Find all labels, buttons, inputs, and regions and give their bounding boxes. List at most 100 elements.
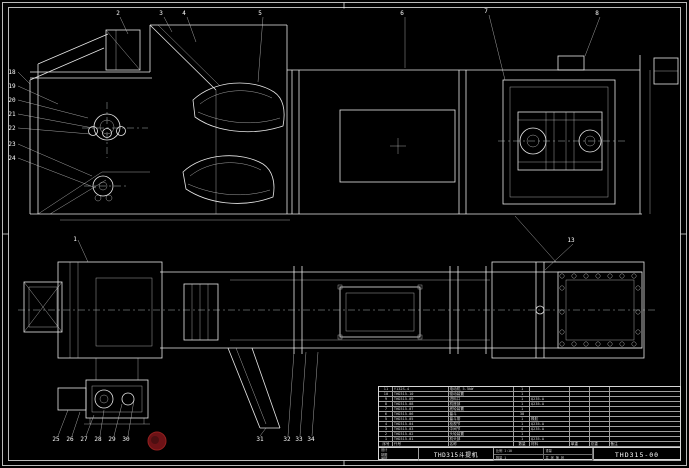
bom-cell: THD315-05 xyxy=(392,417,449,422)
callout-number: 13 xyxy=(567,237,575,244)
leader-lines xyxy=(17,14,601,437)
red-seal-stamp xyxy=(147,431,167,451)
bom-cell: Q235-A xyxy=(530,397,570,402)
bom-cell: 机座部 xyxy=(448,402,515,407)
bom-cell: 9 xyxy=(379,397,393,402)
bom-cell xyxy=(609,397,680,402)
bom-cell xyxy=(589,412,610,417)
bom-cell: 材料 xyxy=(530,442,570,447)
bom-cell xyxy=(609,422,680,427)
bom-cell: 4 xyxy=(379,422,393,427)
bom-cell: Y132S-4 xyxy=(392,387,449,392)
bom-cell: 电动机 5.5kW xyxy=(448,387,515,392)
bom-cell xyxy=(530,407,570,412)
bom-cell xyxy=(609,407,680,412)
callout-number: 4 xyxy=(182,10,186,17)
callout-number: 18 xyxy=(8,69,16,76)
drawing-number: THD315-00 xyxy=(614,450,660,459)
scale-qty-cells: 比例 1:10 重量 数量 1 共 张 第 张 xyxy=(494,448,594,461)
bom-cell: 橡胶 xyxy=(530,417,570,422)
bom-cell: 6 xyxy=(379,412,393,417)
product-name: THD315斗提机 xyxy=(419,448,494,461)
bom-cell xyxy=(530,412,570,417)
bom-cell xyxy=(609,432,680,437)
bom-cell xyxy=(589,397,610,402)
bom-cell: THD315-02 xyxy=(392,432,449,437)
bom-cell xyxy=(530,387,570,392)
callout-number: 22 xyxy=(8,125,16,132)
callout-number: 7 xyxy=(484,8,488,15)
callout-number: 21 xyxy=(8,111,16,118)
bom-cell xyxy=(569,392,590,397)
bom-row: 序号代号名称数量材料单重总重备注 xyxy=(379,442,680,447)
bom-cell: THD315-03 xyxy=(392,427,449,432)
bom-cell: THD315-09 xyxy=(392,397,449,402)
bom-cell: THD315-01 xyxy=(392,437,449,442)
callout-number: 2 xyxy=(116,10,120,17)
bom-cell: 38 xyxy=(514,412,531,417)
callout-number: 29 xyxy=(108,436,116,443)
bolt-circles xyxy=(559,273,641,347)
bom-cell: 备注 xyxy=(609,442,680,447)
plan-view xyxy=(18,215,656,429)
bom-cell xyxy=(589,392,610,397)
bom-cell xyxy=(589,427,610,432)
callout-number: 24 xyxy=(8,155,16,162)
bom-cell: THD315-07 xyxy=(392,407,449,412)
bom-cell xyxy=(609,402,680,407)
bom-cell: Q235-A xyxy=(530,427,570,432)
bom-cell: 1 xyxy=(514,397,531,402)
bom-cell xyxy=(569,387,590,392)
bom-cell: 检视节 xyxy=(448,422,515,427)
bom-cell: 7 xyxy=(379,407,393,412)
draft-label: 制图 xyxy=(381,452,388,457)
bom-cell xyxy=(589,407,610,412)
title-block: 设计 制图 审核 THD315斗提机 比例 1:10 重量 数量 1 共 张 第… xyxy=(379,447,680,461)
bom-cell xyxy=(569,422,590,427)
bom-cell: 1 xyxy=(514,417,531,422)
bom-cell: 单重 xyxy=(569,442,590,447)
bom-cell: Q235-A xyxy=(530,402,570,407)
bom-cell: 1 xyxy=(514,392,531,397)
qty-label: 数量 1 xyxy=(494,454,544,461)
bom-cell: 进料口 xyxy=(448,397,515,402)
callout-number: 5 xyxy=(258,10,262,17)
bom-cell: 代号 xyxy=(392,442,449,447)
callout-number: 32 xyxy=(283,436,291,443)
bom-cell xyxy=(569,427,590,432)
callout-number: 23 xyxy=(8,141,16,148)
bom-cell xyxy=(609,417,680,422)
bom-cell: 4 xyxy=(514,427,531,432)
bom-cell xyxy=(569,412,590,417)
callout-number: 8 xyxy=(595,10,599,17)
bom-cell xyxy=(609,437,680,442)
bom-cell: 头轮装置 xyxy=(448,432,515,437)
bom-cell: 序号 xyxy=(379,442,393,447)
signature-cells: 设计 制图 审核 xyxy=(379,448,419,461)
bom-cell xyxy=(589,417,610,422)
bom-cell: 1 xyxy=(514,437,531,442)
callout-number: 34 xyxy=(307,436,315,443)
callout-number: 20 xyxy=(8,97,16,104)
bom-cell xyxy=(589,422,610,427)
bom-cell xyxy=(569,432,590,437)
bom-cell xyxy=(569,397,590,402)
bom-cell: 总重 xyxy=(589,442,610,447)
bom-cell: 1 xyxy=(514,402,531,407)
check-label: 审核 xyxy=(381,457,388,462)
bom-cell: 11 xyxy=(379,387,393,392)
weight-label: 重量 xyxy=(543,448,593,455)
callout-number: 33 xyxy=(295,436,303,443)
